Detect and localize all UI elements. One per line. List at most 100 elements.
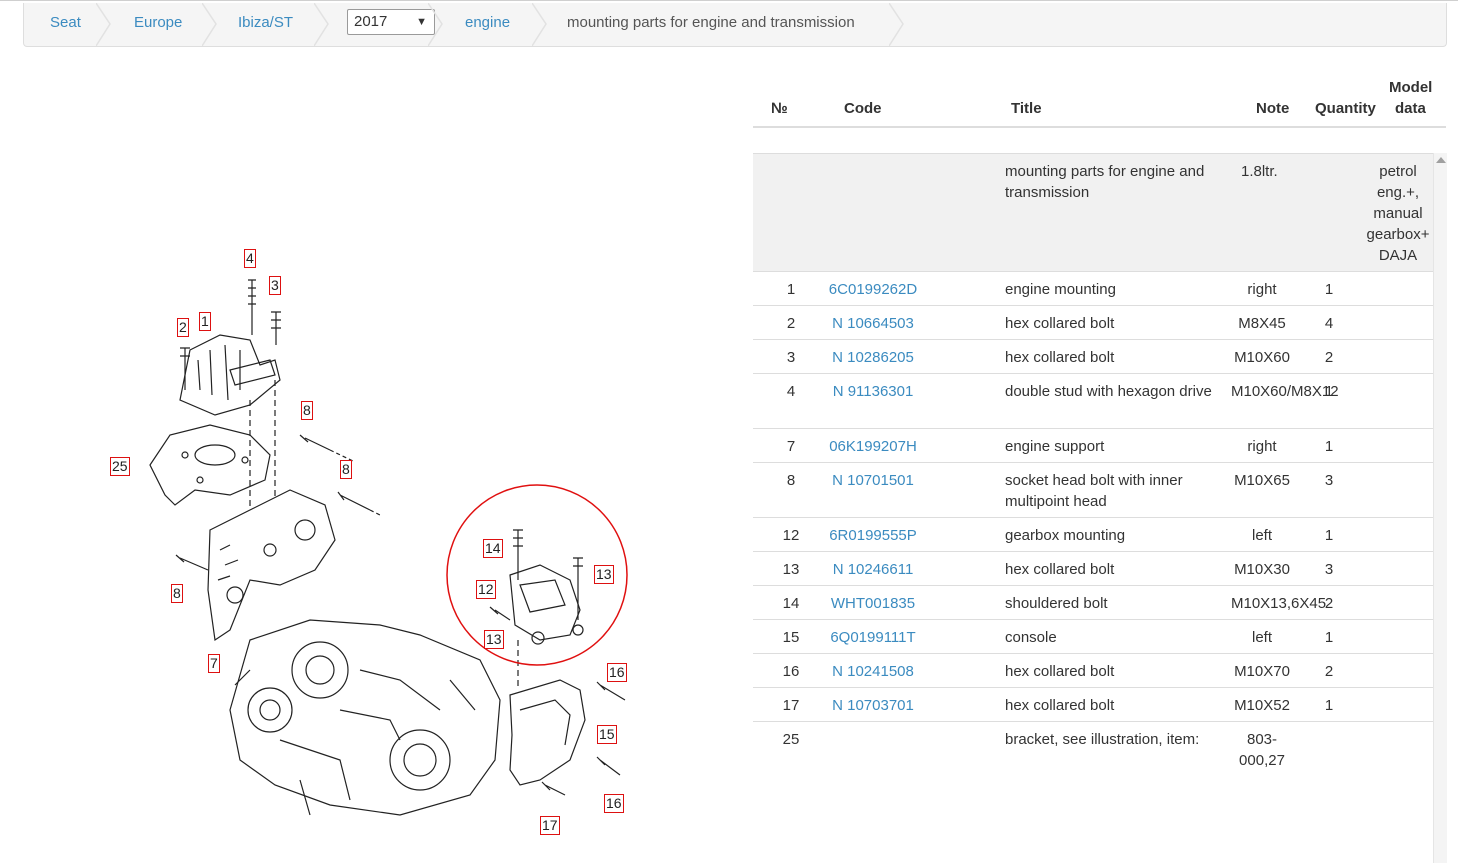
column-header-quantity: Quantity — [1315, 100, 1376, 117]
callout-label[interactable]: 14 — [483, 539, 503, 558]
callout-label[interactable]: 8 — [171, 584, 183, 603]
part-title: socket head bolt with inner multipoint h… — [1005, 472, 1183, 510]
part-code-link[interactable]: 06K199207H — [829, 438, 917, 455]
part-code-link[interactable]: 6C0199262D — [828, 281, 918, 298]
part-quantity: 1 — [1324, 383, 1334, 400]
callout-label[interactable]: 2 — [177, 318, 189, 337]
callout-label[interactable]: 13 — [484, 630, 504, 649]
part-quantity: 3 — [1324, 561, 1334, 578]
part-code-link[interactable]: N 10246611 — [832, 561, 914, 578]
column-header-note: Note — [1256, 100, 1290, 117]
part-note: left — [1251, 527, 1272, 544]
callout-label[interactable]: 12 — [476, 580, 496, 599]
part-quantity: 2 — [1324, 349, 1334, 366]
breadcrumb-brand[interactable]: Seat — [50, 14, 81, 31]
chevron-down-icon: ▼ — [416, 16, 427, 28]
callout-label[interactable]: 4 — [244, 249, 256, 268]
part-title: engine mounting — [1005, 281, 1116, 298]
table-row: 3 N 10286205 hex collared bolt M10X60 2 — [753, 339, 1433, 373]
part-code-link[interactable]: N 10241508 — [832, 663, 914, 680]
column-header-no: № — [771, 100, 788, 117]
callout-label[interactable]: 7 — [208, 654, 220, 673]
part-note: 803-000,27 — [1239, 731, 1285, 769]
part-note: M10X70 — [1234, 663, 1290, 680]
part-code-link[interactable]: 6Q0199111T — [830, 629, 916, 646]
row-number: 16 — [782, 663, 800, 680]
row-number: 3 — [786, 349, 796, 366]
part-quantity: 1 — [1324, 438, 1334, 455]
parts-illustration — [149, 279, 628, 816]
part-note: M10X52 — [1234, 697, 1290, 714]
part-quantity: 1 — [1324, 629, 1334, 646]
part-code-link[interactable]: N 10703701 — [832, 697, 914, 714]
callout-label[interactable]: 17 — [540, 816, 560, 835]
part-note: M8X45 — [1238, 315, 1286, 332]
row-number: 2 — [786, 315, 796, 332]
part-quantity: 3 — [1324, 472, 1334, 489]
row-number: 25 — [782, 731, 800, 748]
row-number: 14 — [782, 595, 800, 612]
callout-label[interactable]: 8 — [340, 460, 352, 479]
part-note: right — [1247, 438, 1277, 455]
group-title: mounting parts for engine and transmissi… — [1005, 163, 1205, 201]
part-title: hex collared bolt — [1005, 663, 1115, 680]
year-select-value: 2017 — [354, 13, 388, 30]
part-quantity: 1 — [1324, 697, 1334, 714]
row-number: 15 — [782, 629, 800, 646]
part-code-link[interactable]: WHT001835 — [830, 595, 916, 612]
callout-label[interactable]: 8 — [301, 401, 313, 420]
breadcrumb-section[interactable]: engine — [465, 14, 511, 31]
callout-label[interactable]: 16 — [607, 663, 627, 682]
part-note: M10X60 — [1234, 349, 1290, 366]
part-code-link[interactable]: N 91136301 — [832, 383, 914, 400]
part-quantity: 1 — [1324, 281, 1334, 298]
highlight-circle — [446, 484, 628, 666]
row-number: 4 — [786, 383, 796, 400]
part-title: shouldered bolt — [1005, 595, 1108, 612]
part-title: hex collared bolt — [1005, 349, 1115, 366]
row-number: 12 — [782, 527, 800, 544]
breadcrumb-region[interactable]: Europe — [134, 14, 183, 31]
part-code-link[interactable]: N 10701501 — [832, 472, 914, 489]
group-note: 1.8ltr. — [1241, 163, 1278, 180]
breadcrumb-separator — [96, 3, 112, 46]
scroll-up-arrow-icon[interactable] — [1436, 157, 1446, 163]
row-number: 7 — [786, 438, 796, 455]
part-note: M10X30 — [1234, 561, 1290, 578]
part-note: left — [1251, 629, 1272, 646]
callout-label[interactable]: 3 — [269, 276, 281, 295]
callout-label[interactable]: 13 — [594, 565, 614, 584]
top-divider — [0, 0, 1458, 3]
callout-label[interactable]: 25 — [110, 457, 130, 476]
year-select[interactable]: 2017 ▼ — [347, 9, 435, 35]
part-quantity: 2 — [1324, 595, 1334, 612]
part-code-link[interactable]: N 10286205 — [832, 349, 914, 366]
parts-diagram: 4 3 2 1 8 8 25 8 7 14 13 12 13 16 15 16 … — [100, 240, 660, 840]
callout-label[interactable]: 15 — [597, 725, 617, 744]
breadcrumb: Seat Europe Ibiza/ST 2017 ▼ engine mount… — [23, 3, 1447, 47]
group-row: mounting parts for engine and transmissi… — [753, 153, 1433, 271]
callout-label[interactable]: 1 — [199, 312, 211, 331]
part-code-link[interactable]: 6R0199555P — [829, 527, 917, 544]
column-header-model-data: data — [1395, 100, 1426, 117]
breadcrumb-current: mounting parts for engine and transmissi… — [567, 14, 855, 31]
column-header-code: Code — [844, 100, 882, 117]
column-header-model: Model — [1389, 79, 1433, 96]
row-number: 17 — [782, 697, 800, 714]
part-title: engine support — [1005, 438, 1105, 455]
part-title: bracket, see illustration, item: — [1005, 731, 1200, 748]
scrollbar[interactable] — [1433, 153, 1447, 863]
row-number: 8 — [786, 472, 796, 489]
callout-label[interactable]: 16 — [604, 794, 624, 813]
row-number: 13 — [782, 561, 800, 578]
breadcrumb-model[interactable]: Ibiza/ST — [238, 14, 294, 31]
part-code-link[interactable]: N 10664503 — [832, 315, 914, 332]
